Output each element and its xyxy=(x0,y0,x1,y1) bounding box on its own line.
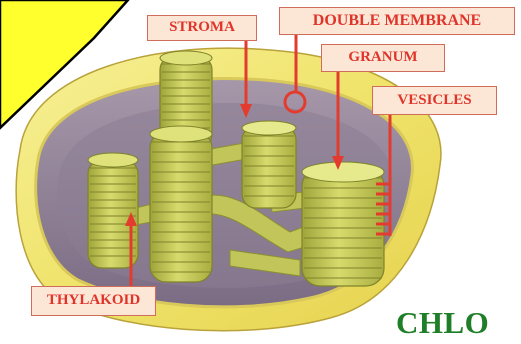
granum-stack-center xyxy=(150,126,212,282)
thylakoid-label: THYLAKOID xyxy=(31,286,156,316)
double-membrane-label: DOUBLE MEMBRANE xyxy=(279,7,515,35)
granum-label: GRANUM xyxy=(321,44,445,72)
granum-stack-middle xyxy=(242,121,296,208)
granum-stack-right xyxy=(302,162,384,286)
vesicles-label: VESICLES xyxy=(372,86,497,115)
stroma-label: STROMA xyxy=(147,15,257,41)
chloroplast-title: CHLO xyxy=(396,305,489,341)
